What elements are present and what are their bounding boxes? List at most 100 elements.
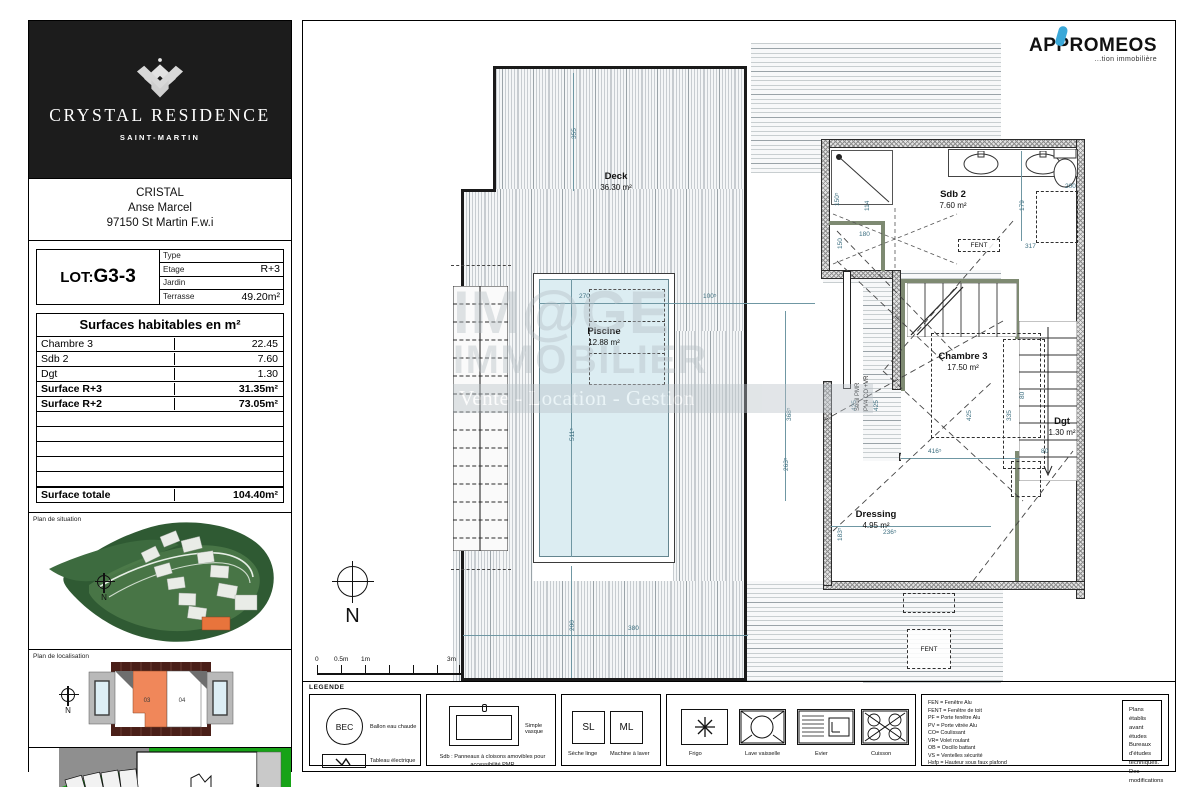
dim-200: 200 (569, 620, 576, 631)
dim-114: 114 (864, 200, 871, 211)
room-label-dgt: Dgt 1.30 m² (1031, 416, 1093, 437)
deck-hatch-bottom (463, 581, 746, 681)
dim-270: 270 (579, 293, 590, 300)
brand-logo-block: CRYSTAL RESIDENCE SAINT-MARTIN (29, 21, 291, 179)
dim-line-v4 (785, 311, 786, 501)
dim-380: 380 (628, 625, 639, 632)
pool-step-line-2 (589, 353, 665, 354)
compass-icon (95, 572, 115, 593)
interior-stairs-right (1018, 320, 1078, 482)
dim-180: 180 (859, 231, 870, 238)
surface-value: 22.45 (251, 337, 278, 350)
opening-dashed-bottom (903, 593, 955, 613)
surface-name: Sdb 2 (37, 352, 175, 365)
scale-label-0: 0 (315, 656, 319, 663)
agency-tagline: ...tion immobilière (1094, 56, 1157, 63)
room-name: Deck (604, 171, 628, 182)
pool-step-dashed (589, 289, 665, 385)
dim-200c: 200 (1065, 183, 1076, 190)
table-row-empty (37, 412, 283, 427)
table-row-total: Surface totale 104.40m² (37, 486, 283, 502)
stair-guide-bottom (451, 569, 511, 570)
project-address: CRISTAL Anse Marcel 97150 St Martin F.w.… (29, 179, 291, 241)
parking-plan-graphic (29, 747, 291, 787)
address-line-1: CRISTAL (136, 187, 184, 199)
total-value: 104.40m² (233, 488, 278, 501)
room-label-deck: Deck 36.30 m² (571, 171, 661, 192)
dim-80: 80 (1041, 448, 1049, 455)
lot-number: G3-3 (93, 265, 136, 287)
table-row-empty (37, 427, 283, 442)
svg-text:04: 04 (179, 698, 186, 704)
fixture-dashed-upper (1036, 191, 1078, 243)
agency-name: APPROMEOS (1028, 35, 1157, 56)
abbr-item: PF = Porte fenêtre Alu (928, 715, 981, 722)
lot-attr-value: 49.20m² (241, 290, 280, 303)
room-name: Piscine (587, 326, 621, 337)
dim-line-v1 (573, 73, 574, 191)
room-area: 17.50 m² (947, 363, 979, 372)
fridge-icon (681, 709, 728, 745)
interior-stairs-upper (906, 282, 1018, 338)
dim-179: 179 (1019, 200, 1026, 211)
sliding-door-panel (843, 271, 851, 389)
legend-cell-bathroom: Simple vasque Sdb : Panneaux à cloisons … (426, 694, 556, 768)
dim-line-h4 (901, 458, 1061, 459)
dim-line-v5 (1021, 151, 1022, 241)
surface-value: 73.05m² (238, 397, 278, 410)
abbreviation-list: FEN = Fenêtre Alu FENT = Fenêtre de toit… (928, 700, 1007, 768)
surface-name: Chambre 3 (37, 337, 175, 350)
table-row: Sdb 2 7.60 (37, 352, 283, 367)
legend-label-frigo: Frigo (689, 751, 702, 757)
disclaimer-text: Plans établis avant études Bureaux d'étu… (1122, 700, 1163, 787)
lot-attr-row: Jardin (160, 277, 283, 291)
room-area: 1.30 m² (1048, 428, 1076, 437)
room-label-sdb2: Sdb 2 7.60 m² (913, 189, 993, 210)
abbr-item: PV = Porte vitrée Alu (928, 722, 978, 729)
deck-edge-top (493, 66, 747, 69)
dim-335: 335 (1006, 410, 1013, 421)
floor-plan-drawing: APPROMEOS ...tion immobilière (303, 21, 1175, 683)
window-tag-fent-upper: FENT (958, 239, 1000, 252)
compass-main: N (331, 561, 374, 628)
wall-vertical-mid (892, 270, 901, 390)
door-note-seuil: Seuil PMR (855, 382, 861, 411)
partition-wall-1 (901, 279, 905, 391)
legend-title: LEGENDE (309, 684, 345, 691)
fixture-dashed-lower (1011, 461, 1041, 497)
svg-text:03: 03 (144, 698, 151, 704)
wall-top (821, 139, 1085, 148)
abbr-item: Hsfp = Hauteur sous faux plafond (928, 760, 1007, 767)
shower-drain-icon (836, 154, 890, 203)
room-area: 36.30 m² (600, 183, 632, 192)
surfaces-title: Surfaces habitables en m² (37, 314, 283, 337)
agency-logo: APPROMEOS ...tion immobilière (1028, 25, 1157, 63)
parking-plan: Parking (29, 746, 291, 787)
partition-wall-6 (1015, 451, 1019, 581)
drawing-frame: APPROMEOS ...tion immobilière (302, 20, 1176, 787)
address-line-3: 97150 St Martin F.w.i (106, 217, 214, 230)
abbr-item: CO= Coulissant (928, 730, 966, 737)
partition-wall-5 (881, 221, 885, 271)
dim-368: 368⁵ (786, 407, 793, 421)
compass-situation: N (95, 572, 115, 602)
wardrobe-dashed (1003, 339, 1045, 469)
deck-edge-left-upper (493, 66, 496, 192)
room-name: Dressing (855, 509, 897, 520)
parking-plan-label: Parking (33, 750, 56, 758)
dim-line-v3 (571, 566, 572, 678)
scale-label-3: 3m (447, 656, 457, 663)
situation-plan-graphic (49, 521, 274, 642)
legend-label-vasque: Simple vasque (525, 723, 544, 735)
dim-355: 355 (571, 128, 578, 139)
dishwasher-icon (739, 709, 786, 745)
compass-localisation: N (59, 685, 79, 715)
pool-step-line-1 (589, 321, 665, 322)
legend-label-lave-vaisselle: Lave vaisselle (745, 751, 781, 757)
exterior-stairs (452, 285, 509, 552)
table-row: Dgt 1.30 (37, 367, 283, 382)
electrical-panel-icon (322, 754, 366, 768)
deck-edge-bottom (461, 678, 747, 681)
abbr-item: FENT = Fenêtre de toit (928, 707, 982, 714)
